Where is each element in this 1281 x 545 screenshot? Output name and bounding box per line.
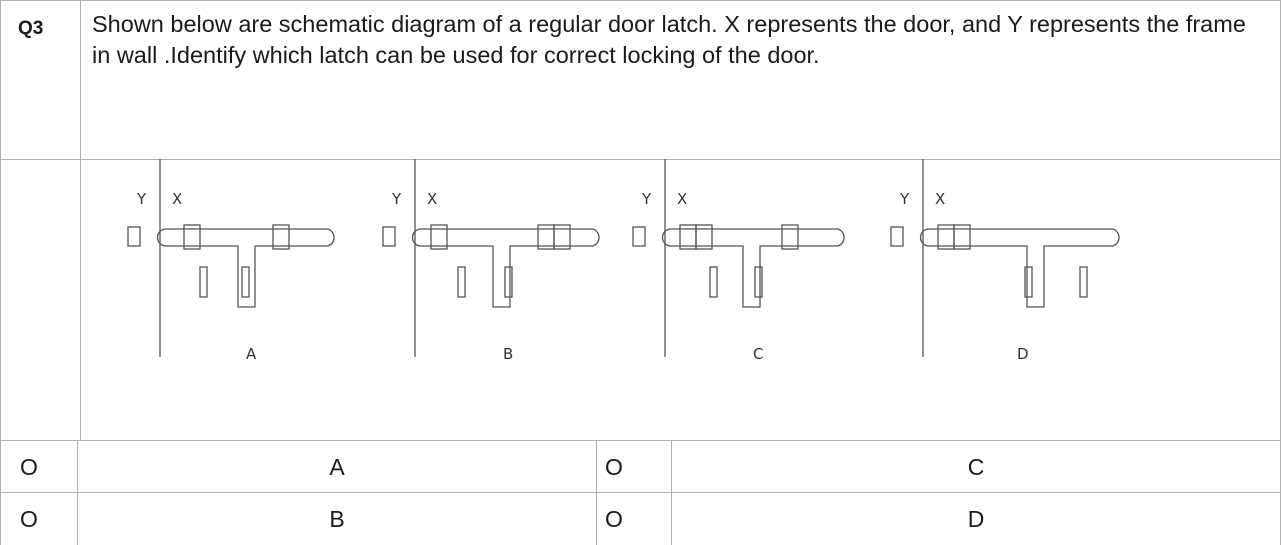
row-divider-question <box>0 159 1281 160</box>
column-divider-options-middle <box>596 441 597 545</box>
table-border-top <box>0 0 1281 1</box>
column-divider-marker-left <box>77 441 78 545</box>
option-b-radio[interactable]: O <box>20 506 38 532</box>
option-c-radio[interactable]: O <box>605 454 623 480</box>
column-divider-number <box>80 0 81 441</box>
table-border-left <box>0 0 1 545</box>
frame-label-c: Y <box>641 190 652 208</box>
door-label-d: X <box>935 190 945 208</box>
frame-label-b: Y <box>391 190 402 208</box>
question-text: Shown below are schematic diagram of a r… <box>92 11 1246 68</box>
latch-label-a: A <box>246 345 257 363</box>
option-a-radio[interactable]: O <box>20 454 38 480</box>
option-d-label[interactable]: D <box>967 506 985 532</box>
latch-label-c: C <box>753 345 763 363</box>
row-divider-diagram <box>0 440 1281 441</box>
option-d-radio[interactable]: O <box>605 506 623 532</box>
door-label-b: X <box>427 190 437 208</box>
latch-label-b: B <box>503 345 513 363</box>
latch-c-drawing <box>632 159 845 357</box>
frame-label-a: Y <box>136 190 147 208</box>
latch-diagram: Y X A Y X B Y X C Y X D <box>127 159 1120 363</box>
latch-a-drawing <box>127 159 335 357</box>
question-number: Q3 <box>18 18 44 39</box>
row-divider-options <box>0 492 1281 493</box>
frame-label-d: Y <box>899 190 910 208</box>
door-label-a: X <box>172 190 182 208</box>
option-a-label[interactable]: A <box>329 454 345 480</box>
option-c-label[interactable]: C <box>967 454 985 480</box>
door-label-c: X <box>677 190 687 208</box>
option-b-label[interactable]: B <box>329 506 345 532</box>
column-divider-marker-right <box>671 441 672 545</box>
latch-label-d: D <box>1017 345 1029 363</box>
latch-b-drawing <box>382 159 600 357</box>
latch-d-drawing <box>890 159 1120 357</box>
